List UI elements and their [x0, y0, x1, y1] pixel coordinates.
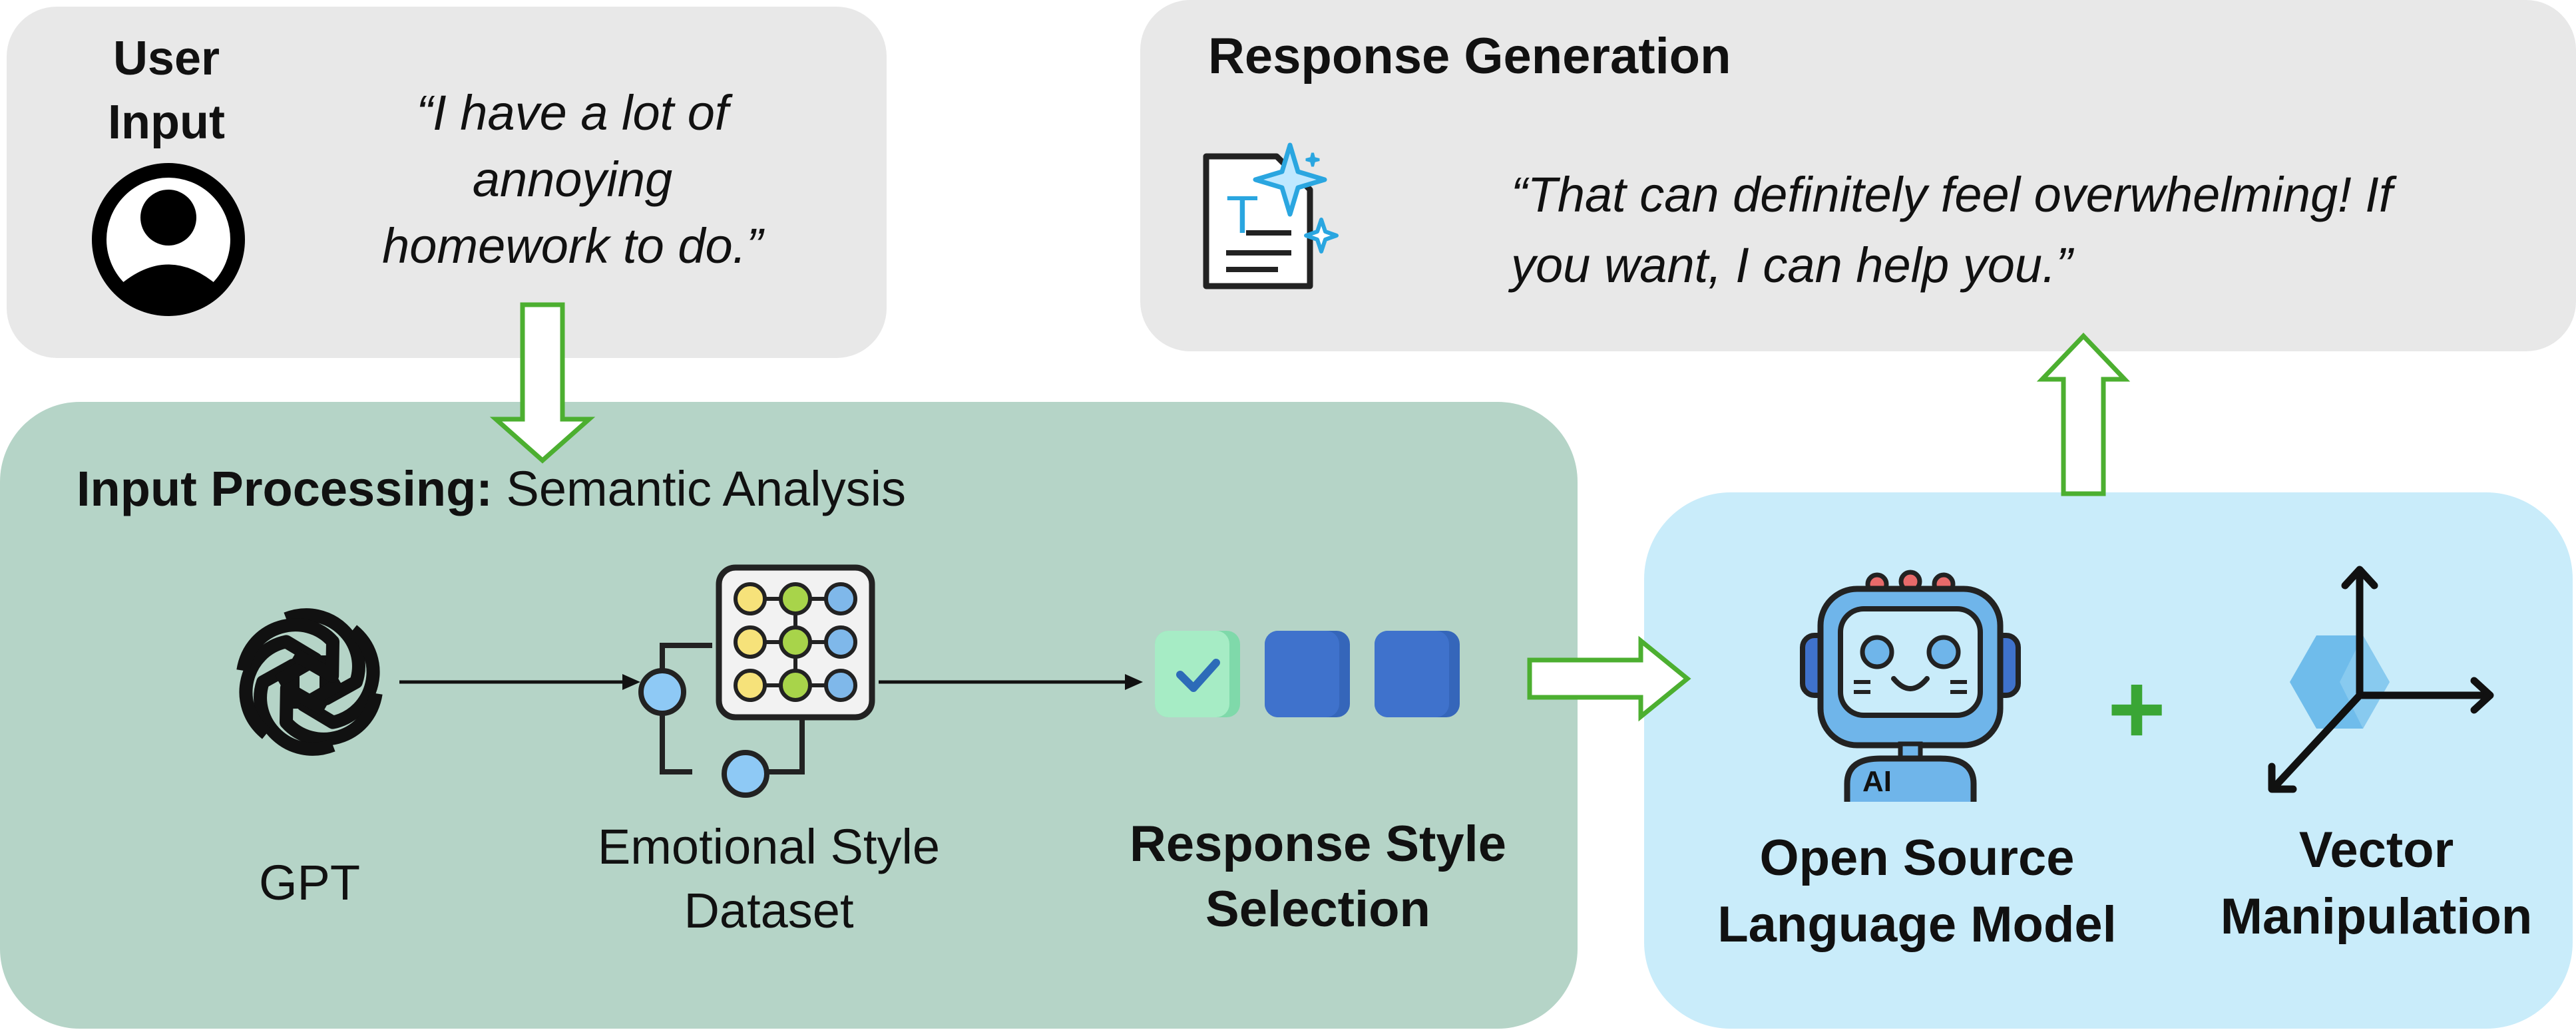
- ai-text-document-icon: T: [1203, 142, 1339, 289]
- robot-icon: [1800, 570, 2021, 802]
- user-avatar-icon: [92, 163, 245, 316]
- right-arrow-icon: [1527, 635, 1691, 722]
- openai-logo-icon: [236, 608, 383, 756]
- up-arrow-icon: [2036, 332, 2131, 496]
- model-panel: [1644, 492, 2573, 1029]
- flow-arrow-dataset-to-style: [879, 674, 1143, 690]
- neural-grid-icon: [638, 564, 875, 798]
- svg-text:T: T: [1226, 185, 1259, 244]
- input-processing-title-rest: Semantic Analysis: [492, 461, 907, 516]
- input-processing-title: Input Processing: Semantic Analysis: [77, 459, 906, 519]
- vector-label: Vector Manipulation: [2220, 822, 2533, 945]
- style-selection-label: Response Style Selection: [1130, 816, 1506, 938]
- plus-sign: +: [2107, 653, 2166, 765]
- llm-label: Open Source Language Model: [1717, 830, 2117, 953]
- user-input-quote: “I have a lot of annoying homework to do…: [382, 85, 763, 273]
- user-input-title: User Input: [108, 32, 225, 149]
- style-option-blocks-icon: [1155, 631, 1460, 717]
- response-quote: “That can definitely feel overwhelming! …: [1511, 167, 2393, 293]
- dataset-label: Emotional Style Dataset: [597, 819, 941, 938]
- robot-ai-badge: AI: [1862, 765, 1892, 798]
- flow-arrow-gpt-to-dataset: [399, 674, 640, 690]
- vector-axes-icon: [2268, 566, 2494, 793]
- response-generation-title: Response Generation: [1208, 28, 1731, 85]
- input-processing-title-bold: Input Processing:: [77, 461, 493, 516]
- gpt-label: GPT: [258, 855, 361, 910]
- down-arrow-icon: [489, 302, 596, 464]
- response-generation-panel: [1140, 0, 2576, 351]
